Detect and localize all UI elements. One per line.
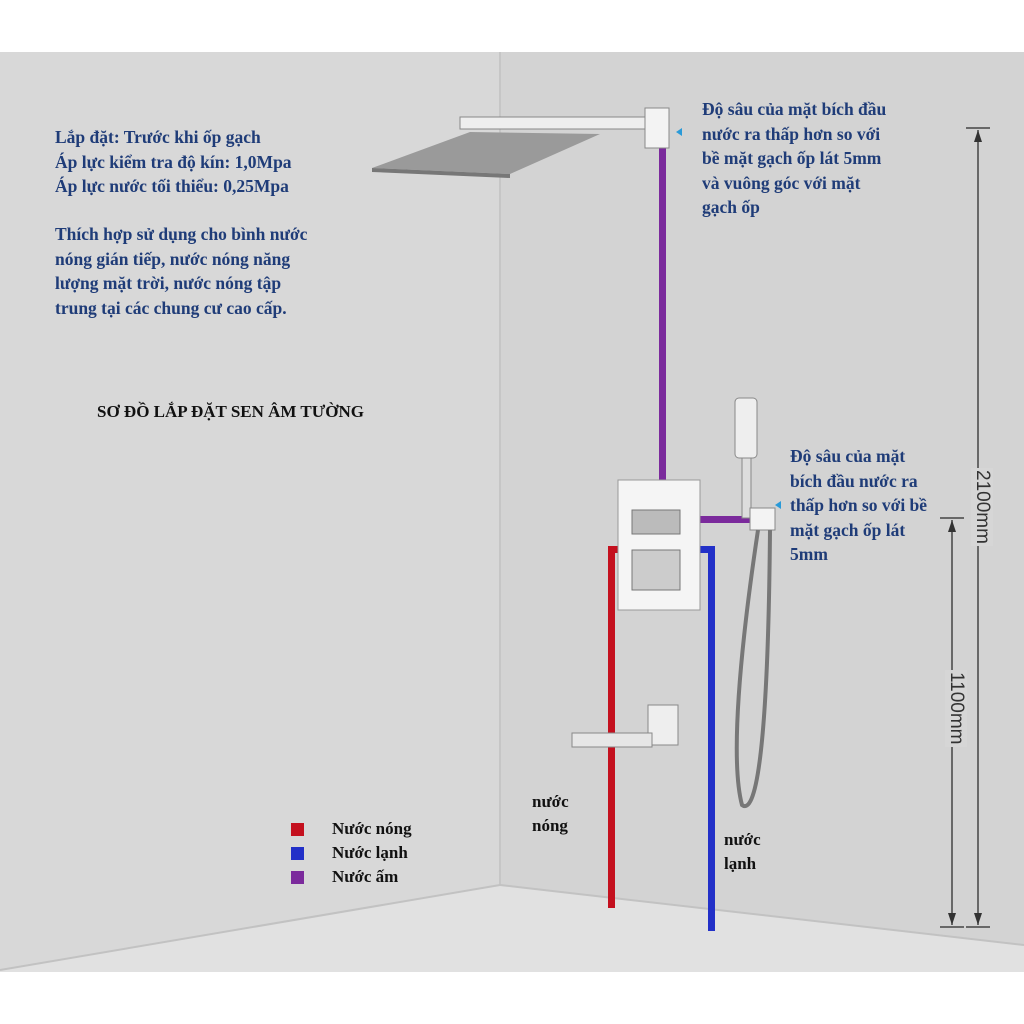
mixer-valve [617,479,701,611]
text-line: lượng mặt trời, nước nóng tập [55,273,282,293]
spec-line: Áp lực nước tối thiểu: 0,25Mpa [55,176,289,196]
text-line: Thích hợp sử dụng cho bình nước [55,224,308,244]
text-line: nước [724,830,761,849]
warm-water-pipe [659,148,752,523]
text-line: thấp hơn so với bề [790,495,928,515]
cold-water-pipe [698,546,715,931]
note-hand-shower-flange: Độ sâu của mặt bích đầu nước ra thấp hơn… [790,444,927,567]
text-line: nóng [532,816,568,835]
legend-label: Nước lạnh [332,843,408,862]
text-line: nóng gián tiếp, nước nóng năng [55,248,291,269]
text-line: lạnh [724,854,757,873]
legend-swatch [291,846,304,860]
text-line: gạch ốp [702,197,760,217]
text-line: trung tại các chung cư cao cấp. [55,297,287,318]
dimension-1100-label: 1100mm [945,670,967,747]
installation-specs: Lắp đặt: Trước khi ốp gạch Áp lực kiểm t… [55,125,292,199]
rain-shower-head [372,107,670,178]
note-rain-shower-flange: Độ sâu của mặt bích đầu nước ra thấp hơn… [702,97,886,220]
legend: Nước nóng Nước lạnh Nước ấm [291,817,412,889]
text-line: 5mm [790,544,828,564]
spec-line: Áp lực kiểm tra độ kín: 1,0Mpa [55,151,292,172]
text-line: bích đầu nước ra [790,470,918,491]
suitability-text: Thích hợp sử dụng cho bình nước nóng giá… [55,222,307,320]
cold-pipe-label: nước lạnh [724,828,761,876]
legend-label: Nước ấm [332,867,399,886]
text-line: Độ sâu của mặt [790,446,906,466]
text-line: nước [532,792,569,811]
dimension-2100-label: 2100mm [971,468,993,546]
legend-item-warm: Nước ấm [291,865,412,889]
diagram-title: SƠ ĐỒ LẮP ĐẶT SEN ÂM TƯỜNG [97,402,365,421]
hand-shower [734,397,776,809]
legend-item-hot: Nước nóng [291,817,412,841]
bath-spout [571,704,679,748]
text-line: Độ sâu của mặt bích đầu [702,99,887,119]
text-line: bề mặt gạch ốp lát 5mm [702,148,882,168]
text-line: mặt gạch ốp lát [790,519,906,540]
text-line: nước ra thấp hơn so với [702,123,881,144]
text-line: và vuông góc với mặt [702,172,861,193]
legend-swatch [291,870,304,884]
legend-item-cold: Nước lạnh [291,841,412,865]
legend-label: Nước nóng [332,819,412,838]
legend-swatch [291,822,304,836]
hot-pipe-label: nước nóng [532,790,569,838]
spec-line: Lắp đặt: Trước khi ốp gạch [55,127,261,147]
